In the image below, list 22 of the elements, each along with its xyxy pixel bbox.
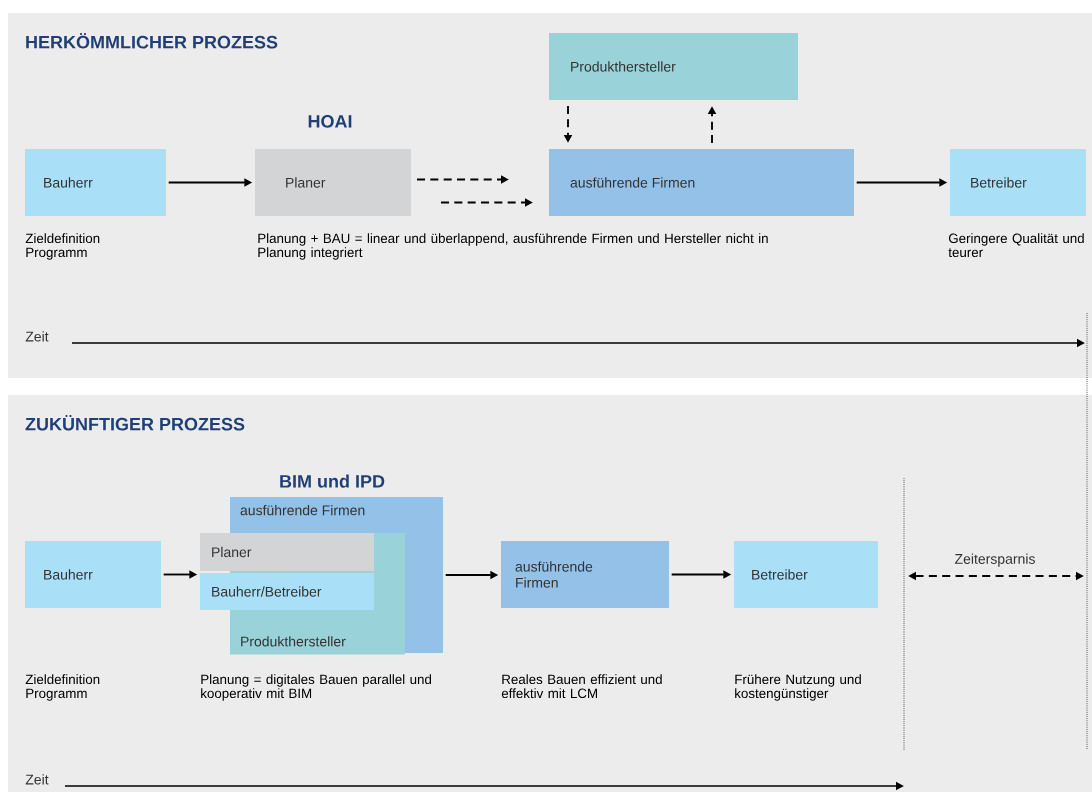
process-box: ausführende Firmen — [549, 149, 854, 216]
process-box: ausführende Firmen — [501, 541, 669, 608]
process-box: Betreiber — [950, 149, 1086, 216]
axis-label: Zeit — [25, 331, 49, 342]
caption: Reales Bauen effizient und effektiv mit LCM — [501, 674, 662, 699]
dimension-label: Zeitersparnis — [953, 552, 1037, 568]
box-caption: Zieldefinition Programm — [25, 233, 100, 260]
process-box: Betreiber — [734, 541, 878, 608]
caption: Zieldefinition Programm — [25, 674, 100, 701]
process-box: Planer — [200, 533, 374, 571]
process-box: Bauherr/Betreiber — [200, 573, 374, 610]
caption: Frühere Nutzung und kostengünstiger — [735, 674, 861, 701]
axis-label: Zeit — [25, 774, 49, 785]
caption: Planung = digitales Bauen parallel und kooperativ mit BIM — [201, 674, 431, 701]
box-caption: Geringere Qualität und teurer — [948, 233, 1084, 258]
process-box: Produkthersteller — [549, 33, 798, 100]
group-heading: BIM und IPD — [280, 474, 385, 488]
group-heading: HOAI — [308, 115, 352, 128]
process-box: Planer — [255, 149, 411, 216]
caption: Planung + BAU = linear und überlappend, ausführende Firmen und Hersteller nicht in Planung integriert — [258, 233, 768, 260]
process-box: Bauherr — [25, 541, 161, 608]
process-box: Bauherr — [25, 149, 166, 216]
